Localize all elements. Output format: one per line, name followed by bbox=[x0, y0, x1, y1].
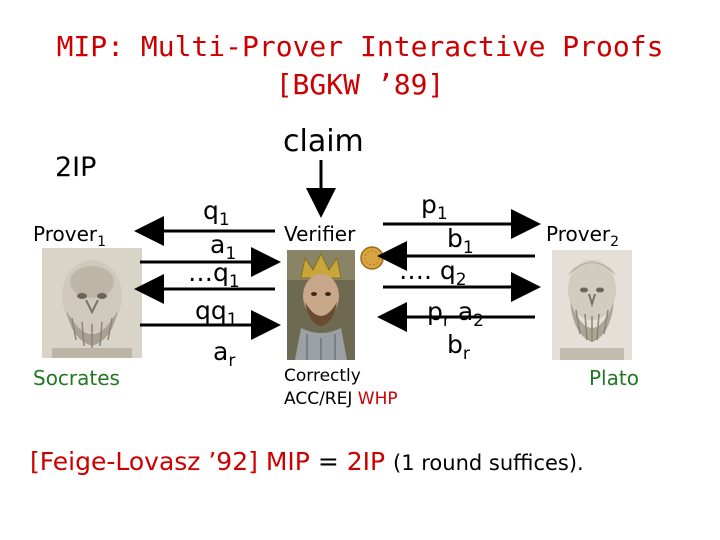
footer-note: (1 round suffices). bbox=[393, 451, 584, 475]
verifier-output-accrej: ACC/REJ bbox=[284, 389, 353, 409]
footer-ref: [Feige-Lovasz ’92] bbox=[30, 447, 258, 476]
prover2-label: Prover2 bbox=[546, 222, 619, 250]
msg-dots-q1: …q1 bbox=[188, 258, 240, 292]
msg-dots-q1-sub: 1 bbox=[228, 272, 240, 292]
msg-pr-sub: r bbox=[442, 311, 450, 331]
msg-qq1-sub: 1 bbox=[226, 310, 238, 330]
claim-label: claim bbox=[283, 124, 364, 159]
msg-dots-q2-sub: 2 bbox=[455, 270, 467, 290]
msg-q1-sub: 1 bbox=[218, 210, 230, 230]
msg-q1: q1 bbox=[203, 196, 230, 230]
verifier-label: Verifier bbox=[284, 222, 356, 246]
msg-br: br bbox=[447, 330, 470, 364]
footer-2ip: 2IP bbox=[346, 447, 386, 476]
msg-p1-text: p bbox=[421, 190, 437, 219]
footer-eq: = bbox=[317, 447, 339, 476]
msg-qq1: qq1 bbox=[195, 296, 238, 330]
prover2-label-text: Prover bbox=[546, 222, 611, 246]
plato-portrait bbox=[552, 250, 632, 360]
verifier-output-whp: WHP bbox=[357, 389, 398, 409]
msg-p1: p1 bbox=[421, 190, 448, 224]
slide-title: MIP: Multi-Prover Interactive Proofs bbox=[56, 30, 664, 63]
msg-pr-a2: pr a2 bbox=[427, 297, 484, 331]
model-label: 2IP bbox=[55, 152, 97, 183]
prover1-label-text: Prover bbox=[33, 222, 98, 246]
msg-dots-q1-text: …q bbox=[188, 258, 229, 287]
msg-a2-sub: 2 bbox=[473, 311, 484, 331]
msg-ar-sub: r bbox=[228, 351, 236, 371]
msg-qq1-text: qq bbox=[195, 296, 227, 325]
prover2-label-sub: 2 bbox=[610, 234, 620, 250]
prover2-name: Plato bbox=[589, 366, 639, 390]
msg-a1-text: a bbox=[210, 230, 226, 259]
verifier-output-line2: ACC/REJ WHP bbox=[284, 389, 398, 409]
msg-br-sub: r bbox=[462, 344, 470, 364]
msg-br-text: b bbox=[447, 330, 463, 359]
msg-b1-sub: 1 bbox=[462, 238, 474, 258]
msg-pr-text: p bbox=[427, 297, 443, 326]
verifier-portrait bbox=[287, 250, 355, 360]
msg-b1-text: b bbox=[447, 224, 463, 253]
msg-p1-sub: 1 bbox=[436, 204, 448, 224]
msg-q1-text: q bbox=[203, 196, 219, 225]
socrates-portrait bbox=[42, 248, 142, 358]
footer-statement: [Feige-Lovasz ’92] MIP = 2IP (1 round su… bbox=[30, 447, 584, 476]
msg-a1-sub: 1 bbox=[225, 244, 237, 264]
prover1-label-sub: 1 bbox=[97, 234, 107, 250]
slide-subtitle: [BGKW ’89] bbox=[275, 68, 445, 101]
footer-mip: MIP bbox=[265, 447, 310, 476]
prover1-label: Prover1 bbox=[33, 222, 106, 250]
verifier-output-line1: Correctly bbox=[284, 366, 361, 386]
msg-a2-text: a bbox=[457, 297, 474, 326]
msg-a1: a1 bbox=[210, 230, 236, 264]
prover1-name: Socrates bbox=[33, 366, 120, 390]
msg-ar-text: a bbox=[213, 337, 229, 366]
msg-b1: b1 bbox=[447, 224, 474, 258]
msg-dots-q2: …. q2 bbox=[399, 256, 467, 290]
msg-dots-q2-text: …. q bbox=[399, 256, 456, 285]
msg-ar: ar bbox=[213, 337, 235, 371]
